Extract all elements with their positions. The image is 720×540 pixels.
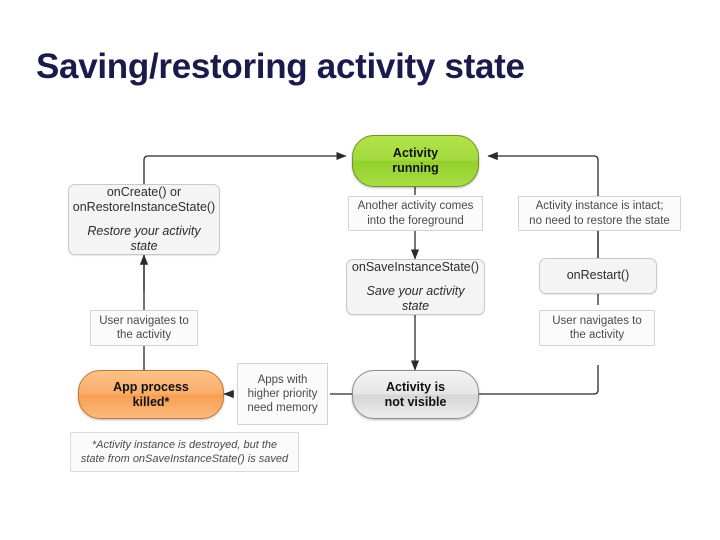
annotation-apps-higher-priority-line1: Apps with: [257, 373, 308, 386]
diagram-footnote-line2: state from onSaveInstanceState() is save…: [80, 453, 289, 465]
node-activity-not-visible-line1: Activity is: [385, 379, 446, 394]
node-on-save-instance-state-line1: onSaveInstanceState(): [351, 259, 480, 274]
annotation-user-navigates-left: User navigates to the activity: [90, 310, 198, 346]
annotation-another-activity-line2: into the foreground: [367, 214, 464, 227]
node-activity-not-visible[interactable]: Activity is not visible: [352, 370, 479, 419]
annotation-user-navigates-right: User navigates to the activity: [539, 310, 655, 346]
annotation-instance-intact-line1: Activity instance is intact;: [535, 200, 664, 213]
node-activity-running-line1: Activity: [392, 146, 439, 161]
node-on-create-restore-emphasis: Restore your activity state: [87, 224, 201, 254]
annotation-another-activity: Another activity comes into the foregrou…: [348, 196, 483, 231]
diagram-footnote: *Activity instance is destroyed, but the…: [70, 432, 299, 472]
annotation-apps-higher-priority-line2: higher priority: [247, 387, 318, 400]
annotation-instance-intact-line2: no need to restore the state: [529, 214, 670, 227]
node-on-create-restore-line1: onCreate() or: [106, 184, 182, 199]
node-on-create-restore-line2: onRestoreInstanceState(): [72, 199, 216, 214]
annotation-apps-higher-priority-line3: need memory: [247, 402, 318, 414]
annotation-user-navigates-right-line2: the activity: [569, 329, 625, 341]
activity-lifecycle-diagram: Activity running onCreate() or onRestore…: [0, 112, 720, 492]
node-app-process-killed-line1: App process: [113, 379, 189, 394]
node-app-process-killed-line2: killed*: [132, 394, 170, 409]
annotation-user-navigates-right-line1: User navigates to: [552, 314, 642, 327]
node-app-process-killed[interactable]: App process killed*: [78, 370, 224, 419]
annotation-user-navigates-left-line2: the activity: [116, 329, 172, 341]
node-activity-not-visible-line2: not visible: [384, 394, 447, 409]
node-on-restart[interactable]: onRestart(): [539, 258, 657, 294]
page-title: Saving/restoring activity state: [36, 47, 525, 86]
node-on-create-restore[interactable]: onCreate() or onRestoreInstanceState() R…: [68, 184, 220, 255]
node-activity-running[interactable]: Activity running: [352, 135, 479, 187]
node-on-save-instance-state-emphasis: Save your activity state: [366, 283, 465, 314]
annotation-instance-intact: Activity instance is intact; no need to …: [518, 196, 681, 231]
annotation-user-navigates-left-line1: User navigates to: [99, 314, 189, 327]
node-activity-running-line2: running: [392, 161, 439, 175]
diagram-footnote-line1: *Activity instance is destroyed, but the: [91, 438, 278, 451]
node-on-save-instance-state[interactable]: onSaveInstanceState() Save your activity…: [346, 259, 485, 315]
node-on-restart-label: onRestart(): [566, 268, 630, 283]
connector-lines: [139, 151, 603, 399]
annotation-apps-higher-priority: Apps with higher priority need memory: [237, 363, 328, 425]
annotation-another-activity-line1: Another activity comes: [357, 200, 474, 213]
